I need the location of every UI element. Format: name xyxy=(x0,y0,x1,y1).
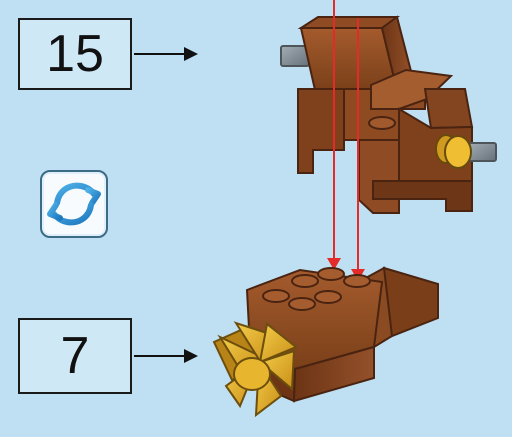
red-guide-lines xyxy=(327,0,365,281)
arrow-right-icon xyxy=(134,349,198,363)
callout-number-top: 15 xyxy=(46,25,104,83)
callout-box-top: 15 xyxy=(18,18,132,90)
rotate-icon xyxy=(40,170,108,238)
flower-piece xyxy=(212,321,298,418)
lower-assembly xyxy=(212,266,439,418)
callout-number-bottom: 7 xyxy=(60,327,90,385)
upper-assembly xyxy=(280,15,497,214)
callout-box-bottom: 7 xyxy=(18,318,132,394)
arrow-right-icon xyxy=(134,47,198,61)
